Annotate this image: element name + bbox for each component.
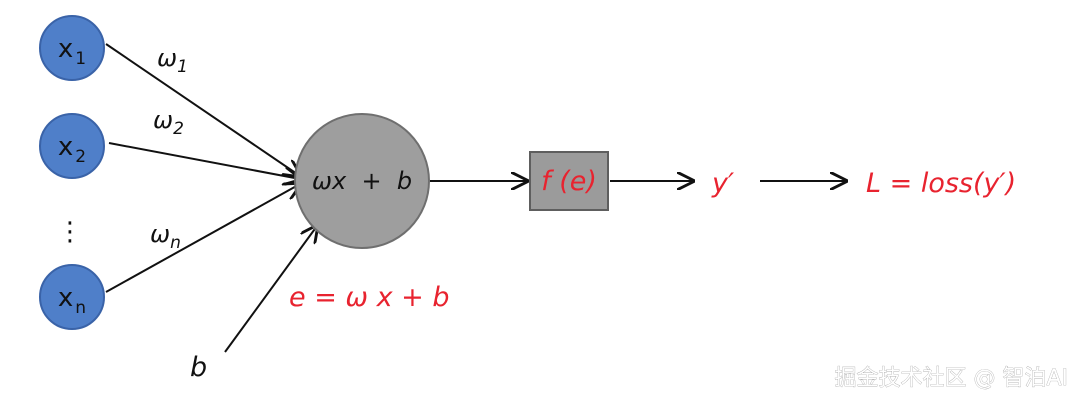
- weight-label-w1: ω1: [157, 44, 188, 77]
- svg-text:x1: x1: [58, 34, 86, 69]
- weight-label-w2: ω2: [153, 106, 184, 139]
- edge-xn-to-sum: [105, 184, 300, 293]
- loss-label: L = loss(y′): [866, 168, 1016, 199]
- svg-text:ωx + b: ωx + b: [312, 167, 412, 195]
- edge-bias-to-sum: [224, 226, 317, 353]
- edge-x1-to-sum: [105, 43, 300, 176]
- equation-label: e = ω x + b: [289, 282, 450, 313]
- edge-x2-to-sum: [108, 142, 300, 179]
- watermark-text: 掘金技术社区 @ 智泊AI: [834, 366, 1068, 391]
- activation-box: f (e): [529, 151, 609, 211]
- summation-node: ωx + b: [294, 113, 430, 249]
- svg-text:x2: x2: [58, 132, 86, 167]
- svg-text:f (e): f (e): [541, 166, 597, 197]
- bias-label: b: [190, 352, 207, 383]
- output-label: y′: [711, 168, 734, 199]
- svg-text:xn: xn: [58, 283, 86, 318]
- input-ellipsis: ⋮: [57, 217, 83, 247]
- weight-label-wn: ωn: [150, 220, 181, 253]
